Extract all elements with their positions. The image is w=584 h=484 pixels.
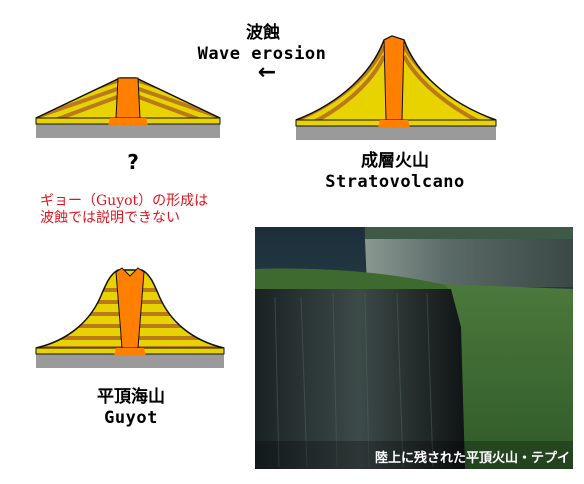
tepui-photo <box>255 227 573 469</box>
wave-erosion-label-jp: 波蝕 <box>246 23 280 43</box>
guyot-note-line2: 波蝕では説明できない <box>40 210 180 226</box>
guyot-note-line1: ギョー（Guyot）の形成は <box>40 193 209 209</box>
guyot-label-en: Guyot <box>104 408 158 428</box>
truncated-volcano-diagram <box>35 77 221 138</box>
stratovolcano-diagram <box>295 35 497 140</box>
stratovolcano-label-jp: 成層火山 <box>361 151 429 171</box>
wave-erosion-label-en: Wave erosion <box>197 44 327 64</box>
stratovolcano-label-en: Stratovolcano <box>325 172 465 192</box>
question-mark: ? <box>127 150 139 174</box>
guyot-label-jp: 平頂海山 <box>97 387 165 407</box>
left-arrow-icon: ← <box>257 60 277 85</box>
guyot-diagram <box>35 267 225 368</box>
tepui-photo-caption: 陸上に残された平頂火山・テプイ <box>374 451 570 466</box>
